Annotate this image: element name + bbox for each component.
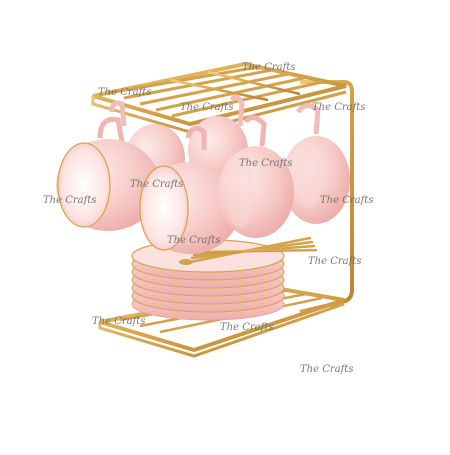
cup-front-center [139, 125, 240, 254]
rack-back-frame [299, 80, 354, 314]
cup-front-right [218, 115, 294, 238]
rack-front-legs [91, 90, 346, 148]
spoons [179, 236, 318, 265]
cup-front-left [56, 116, 160, 231]
cup-back-right [282, 103, 350, 224]
rack-top-grid [91, 61, 347, 134]
